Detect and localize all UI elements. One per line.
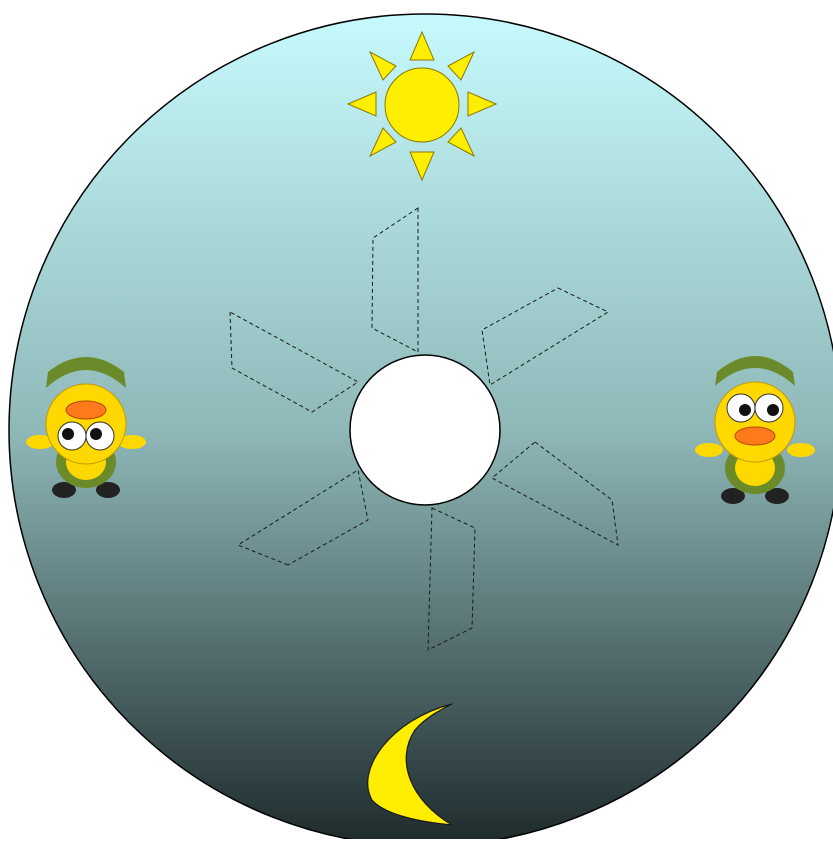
center-hole [350,355,500,505]
